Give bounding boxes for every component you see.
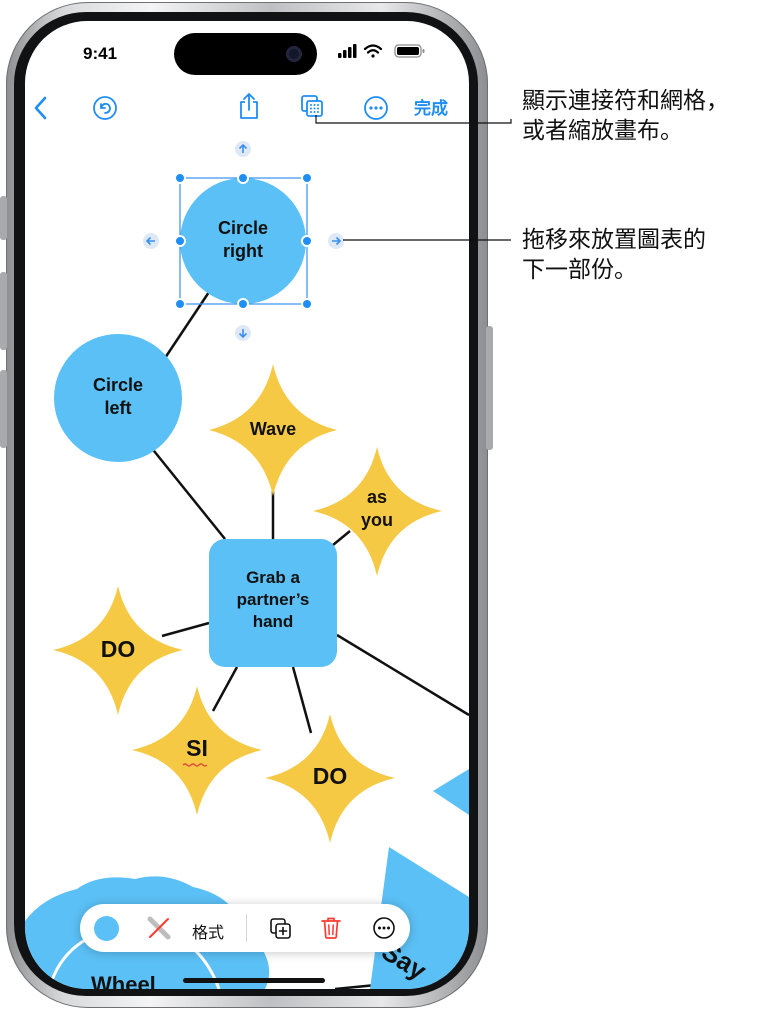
asyou-label-line2: you xyxy=(360,510,393,531)
callout-top-line1: 顯示連接符和網格， xyxy=(522,88,729,114)
status-icons xyxy=(338,43,438,64)
callout-drag-next: 拖移來放置圖表的 下一部份。 xyxy=(522,226,706,286)
do-left-star-shape xyxy=(53,586,183,715)
trash-icon[interactable] xyxy=(320,916,342,945)
more-icon[interactable] xyxy=(363,95,389,126)
callout-top-line2: 或者縮放畫布。 xyxy=(522,117,683,144)
volume-down-button xyxy=(0,370,7,448)
grab-label-line1: Grab a xyxy=(246,568,300,587)
circle-right-label[interactable]: Circle right xyxy=(193,217,293,264)
resize-handle-t xyxy=(237,172,249,184)
si-label[interactable]: SI xyxy=(162,734,232,764)
connector-dol-to-grab xyxy=(161,621,210,638)
callout-connectors-grid: 顯示連接符和網格， 或者縮放畫布。 xyxy=(522,87,729,147)
wave-label[interactable]: Wave xyxy=(233,418,313,441)
connectors-grid-icon[interactable] xyxy=(300,94,324,125)
grab-label-line2: partner’s xyxy=(236,590,310,610)
spellcheck-underline xyxy=(182,763,208,767)
add-up-arrow-icon xyxy=(235,141,251,157)
cellular-icon xyxy=(338,44,357,58)
callout-middle-line2: 下一部份。 xyxy=(522,256,637,283)
volume-up-button xyxy=(0,272,7,350)
do-left-label[interactable]: DO xyxy=(83,635,153,665)
format-more-icon[interactable] xyxy=(372,916,396,945)
partial-triangle-say xyxy=(370,847,469,989)
circle-right-shape xyxy=(180,178,306,304)
resize-handle-b xyxy=(237,298,249,310)
screen: Circle right Circle left Wave as you Gra… xyxy=(25,21,469,989)
resize-handle-tr xyxy=(301,172,313,184)
resize-handle-bl xyxy=(174,298,186,310)
format-bar-divider xyxy=(246,914,247,942)
circle-left-label-line1: Circle xyxy=(92,375,144,395)
done-button[interactable]: 完成 xyxy=(414,99,448,118)
format-bar: 格式 xyxy=(80,904,410,952)
connector-grab-to-offscreen xyxy=(336,633,469,717)
resize-handle-tl xyxy=(174,172,186,184)
circle-left-label[interactable]: Circle left xyxy=(68,374,168,421)
si-star-shape xyxy=(132,686,262,815)
connector-dob-to-grab xyxy=(291,666,313,734)
wifi-icon xyxy=(363,44,383,58)
format-button[interactable]: 格式 xyxy=(192,925,225,942)
partial-triangle-right xyxy=(433,769,469,815)
wave-star-shape xyxy=(209,364,337,496)
callout-middle-line1: 拖移來放置圖表的 xyxy=(522,227,706,253)
status-time: 9:41 xyxy=(83,44,118,63)
connector-si-to-grab xyxy=(211,666,239,712)
add-down-arrow-icon xyxy=(235,325,251,341)
asyou-label[interactable]: as you xyxy=(347,486,407,533)
grab-label[interactable]: Grab a partner’s hand xyxy=(213,567,333,633)
resize-handle-br xyxy=(301,298,313,310)
add-right-arrow-icon xyxy=(328,233,344,249)
undo-icon[interactable] xyxy=(92,95,118,126)
do-bottom-label[interactable]: DO xyxy=(295,762,365,792)
callout-line-top xyxy=(315,115,512,124)
circle-right-label-line2: right xyxy=(223,241,263,262)
circle-right-label-line1: Circle xyxy=(217,218,269,238)
resize-handle-r xyxy=(301,235,313,247)
share-icon[interactable] xyxy=(237,91,261,126)
wave-label-line1: Wave xyxy=(249,419,297,439)
action-button xyxy=(0,196,7,240)
connector-circle-left-to-grab xyxy=(149,445,226,540)
home-indicator xyxy=(183,978,325,983)
front-camera xyxy=(286,46,302,62)
do-bottom-label-line1: DO xyxy=(312,763,348,789)
connector-asyou-to-grab xyxy=(332,530,351,546)
asyou-label-line1: as xyxy=(366,487,388,507)
back-icon[interactable] xyxy=(33,95,49,126)
power-button xyxy=(486,326,493,450)
fill-color-swatch[interactable] xyxy=(94,916,119,941)
si-label-line1: SI xyxy=(186,735,208,761)
wheel-partial-label[interactable]: Wheel xyxy=(91,972,156,989)
do-left-label-line1: DO xyxy=(100,636,136,662)
battery-icon xyxy=(394,44,425,58)
grab-label-line3: hand xyxy=(252,612,294,632)
add-left-arrow-icon xyxy=(143,233,159,249)
dynamic-island xyxy=(174,33,317,75)
circle-left-label-line2: left xyxy=(104,398,132,419)
resize-handle-l xyxy=(174,235,186,247)
no-stroke-icon[interactable] xyxy=(146,915,172,946)
circle-left-shape xyxy=(54,334,182,462)
do-bottom-star-shape xyxy=(265,714,395,843)
duplicate-icon[interactable] xyxy=(269,917,293,946)
grab-shape xyxy=(209,539,337,667)
asyou-star-shape xyxy=(313,447,442,576)
